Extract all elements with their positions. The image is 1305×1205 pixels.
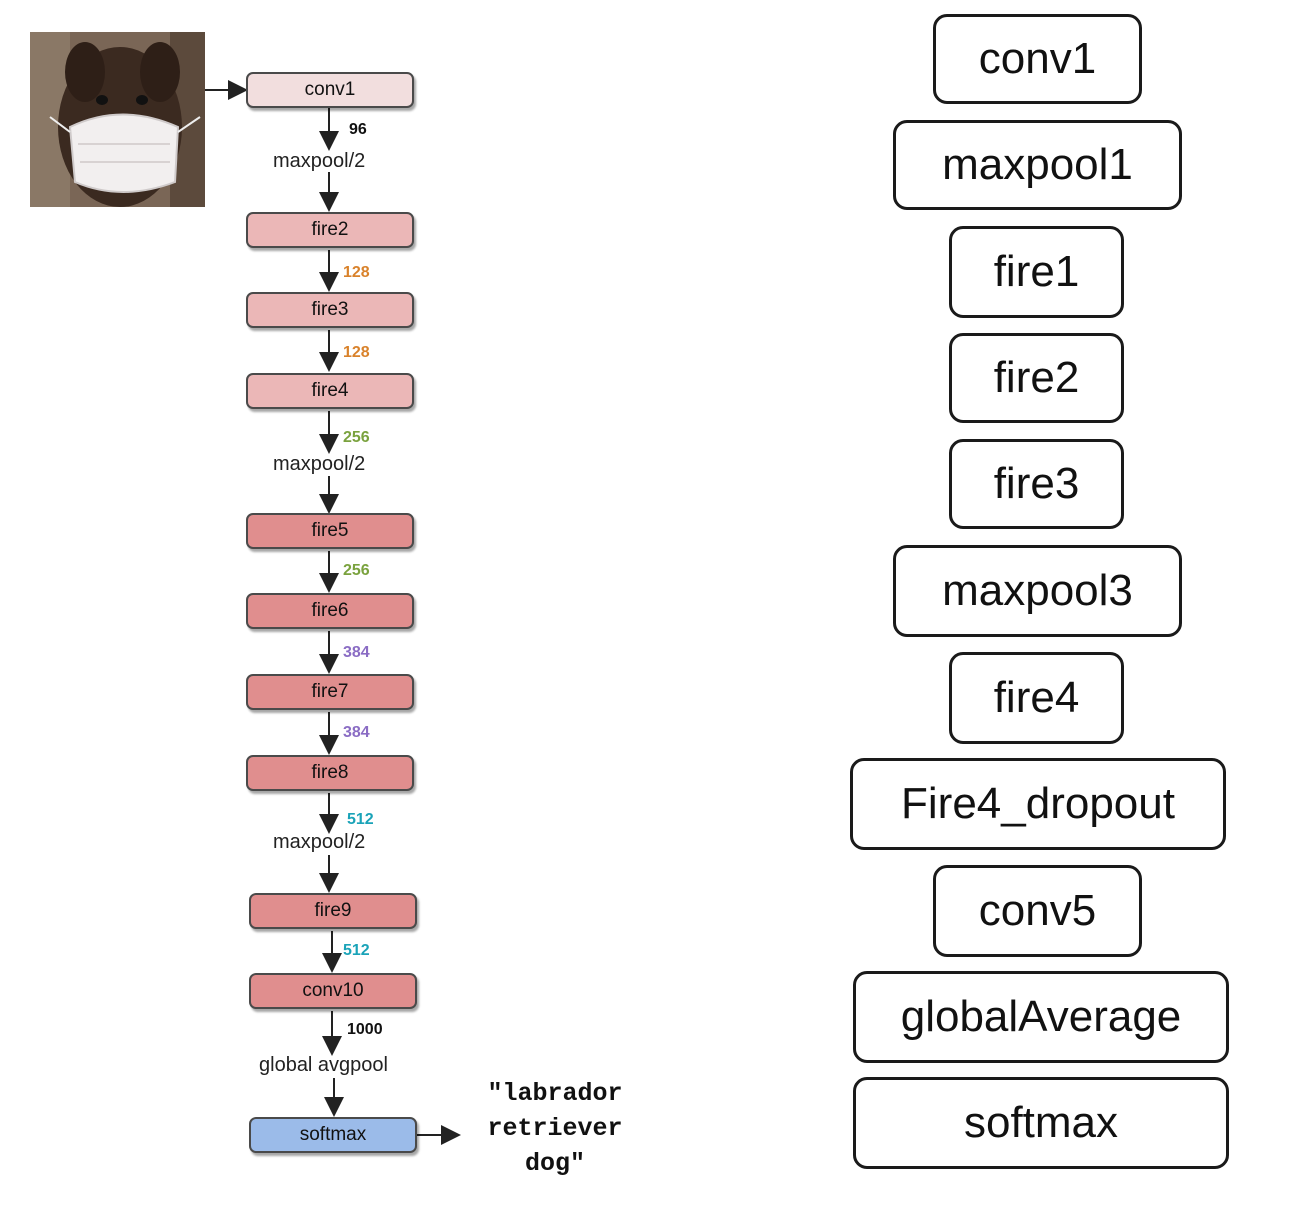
node-label: fire4 [311,380,349,401]
layer-box-globalaverage: globalAverage [853,971,1229,1063]
input-dog-photo [30,32,205,207]
channel-count: 256 [343,429,370,446]
node-label: fire9 [314,900,352,921]
prediction-line-2: retriever [487,1114,623,1143]
node-fire8: fire8 [246,755,414,791]
layer-box-fire3: fire3 [949,439,1124,529]
layer-box-fire1: fire1 [949,226,1124,318]
layer-box-softmax: softmax [853,1077,1229,1169]
layer-box-fire4-dropout: Fire4_dropout [850,758,1226,850]
node-fire2: fire2 [246,212,414,248]
node-label: fire8 [311,762,349,783]
layer-box-fire4: fire4 [949,652,1124,744]
node-label: fire6 [311,600,349,621]
node-label: fire3 [311,299,349,320]
node-label: conv10 [302,980,364,1001]
layer-box-conv5: conv5 [933,865,1142,957]
pool-label: maxpool/2 [273,150,366,172]
node-fire9: fire9 [249,893,417,929]
node-fire6: fire6 [246,593,414,629]
layer-box-fire2: fire2 [949,333,1124,423]
channel-count: 512 [347,811,374,828]
channel-count: 256 [343,562,370,579]
node-label: fire2 [311,219,349,240]
node-label: conv1 [304,79,356,100]
pool-label: maxpool/2 [273,453,366,475]
channel-count: 512 [343,942,370,959]
prediction-line-3: dog" [524,1149,585,1178]
channel-count: 384 [343,724,370,741]
node-label: fire5 [311,520,349,541]
pool-label: global avgpool [259,1054,388,1076]
node-conv1: conv1 [246,72,414,108]
node-fire5: fire5 [246,513,414,549]
channel-count: 384 [343,644,370,661]
pool-label: maxpool/2 [273,831,366,853]
node-conv10: conv10 [249,973,417,1009]
node-label: softmax [299,1124,367,1145]
node-fire4: fire4 [246,373,414,409]
prediction-output: "labrador retriever dog" [466,1076,644,1181]
layer-box-maxpool1: maxpool1 [893,120,1182,210]
layer-box-conv1: conv1 [933,14,1142,104]
channel-count: 128 [343,344,370,361]
prediction-line-1: "labrador [487,1079,623,1108]
channel-count: 1000 [347,1021,383,1038]
node-label: fire7 [311,681,349,702]
node-fire7: fire7 [246,674,414,710]
channel-count: 128 [343,264,370,281]
channel-count: 96 [349,121,367,138]
layer-box-maxpool3: maxpool3 [893,545,1182,637]
node-softmax: softmax [249,1117,417,1153]
node-fire3: fire3 [246,292,414,328]
